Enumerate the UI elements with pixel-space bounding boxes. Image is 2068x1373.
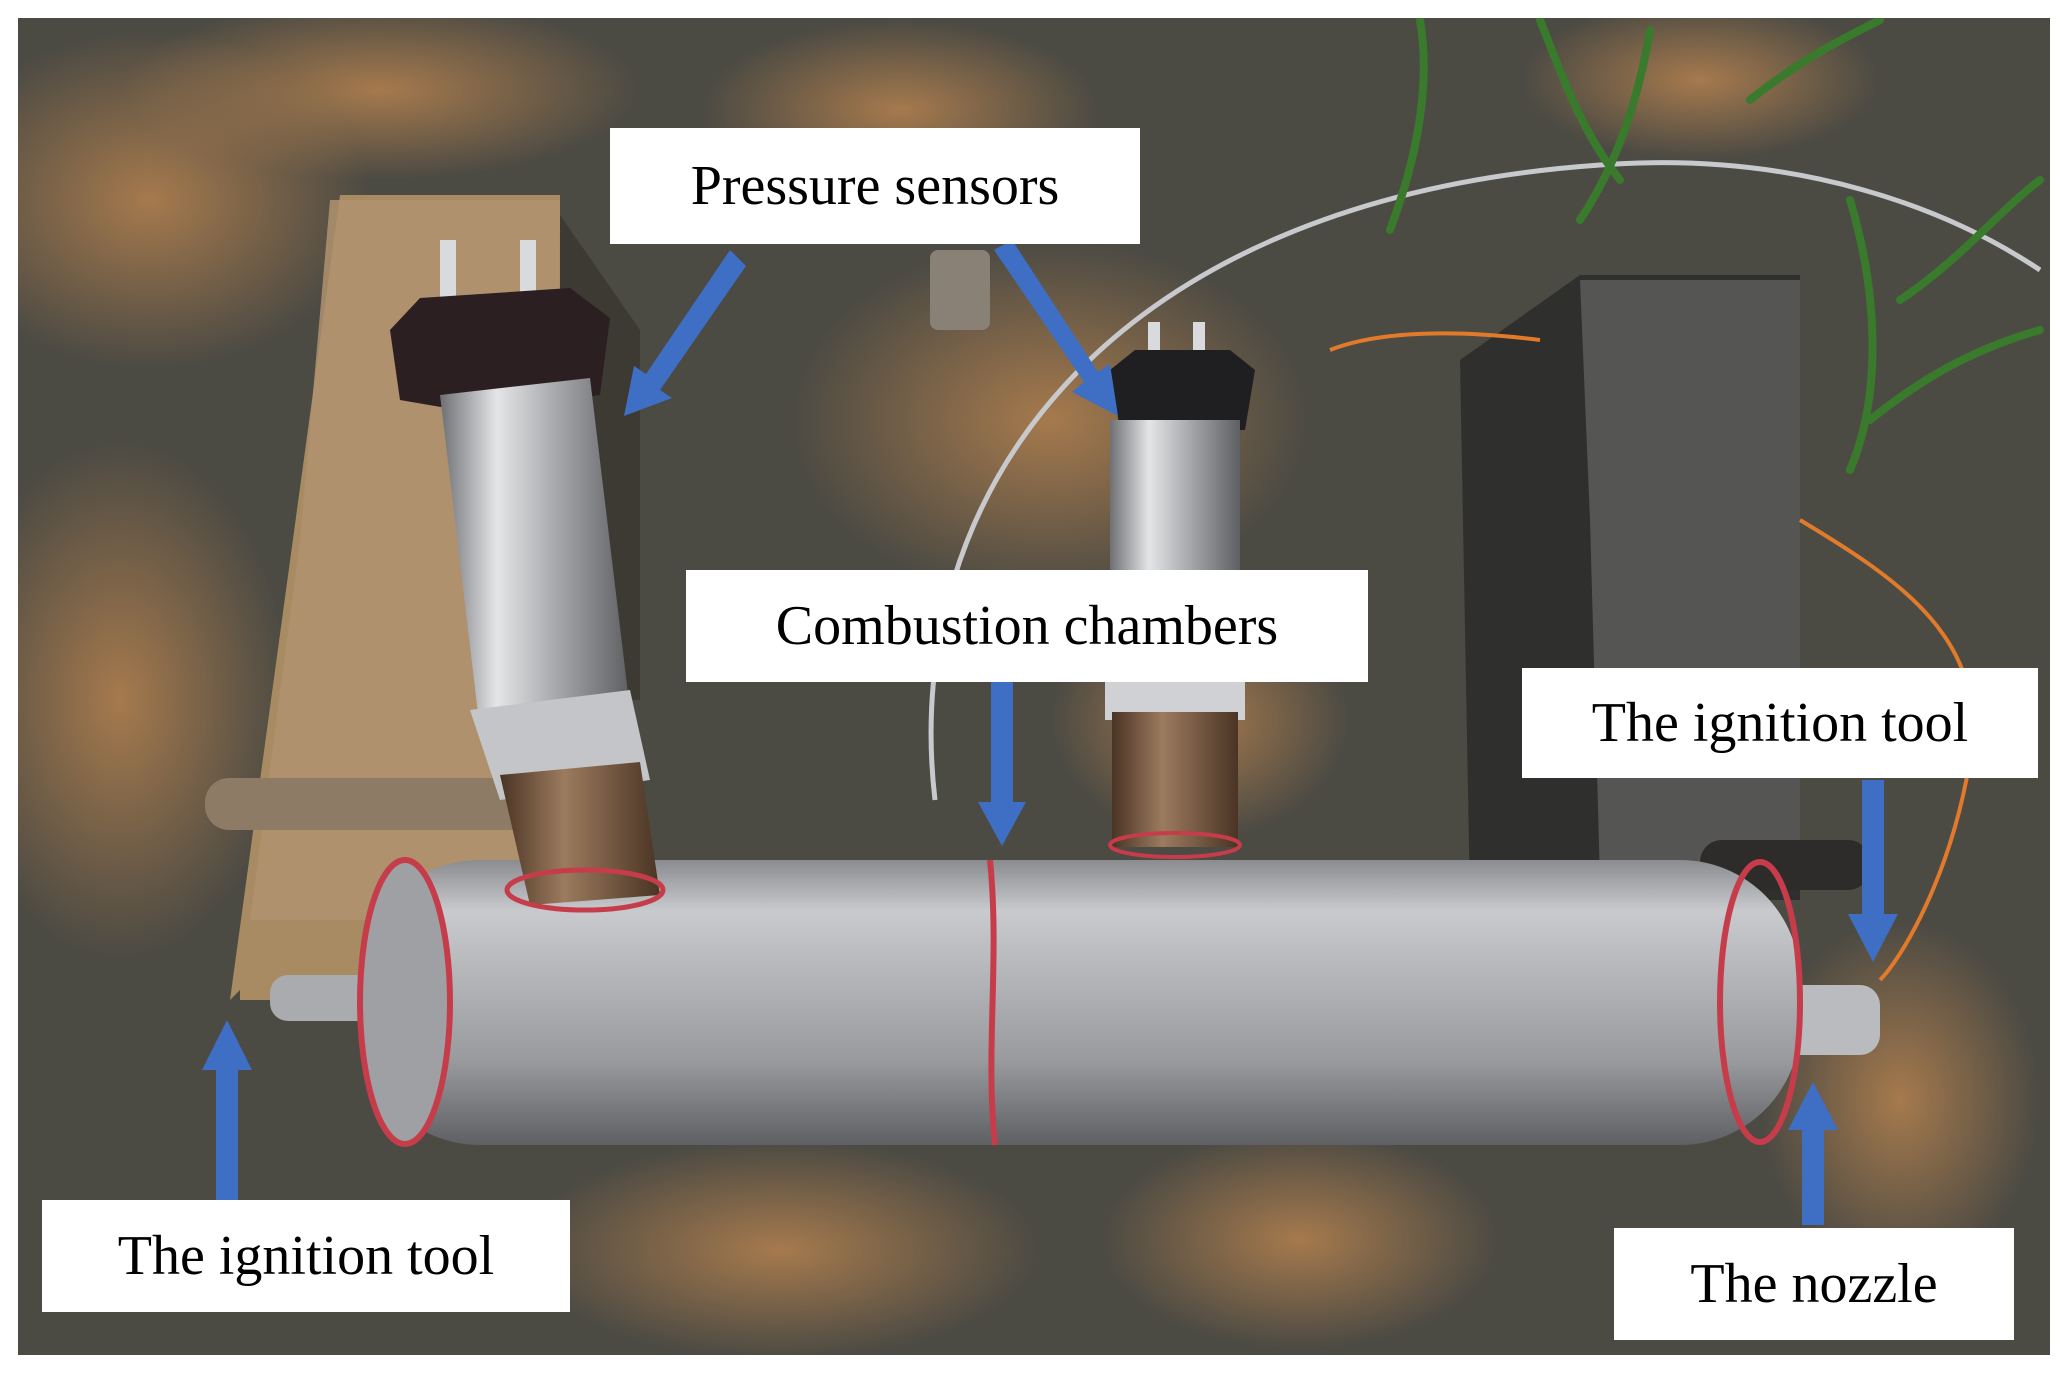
label-ignition-tool-right: The ignition tool: [1522, 668, 2038, 778]
arrow-ignition-left: [202, 1020, 252, 1200]
arrow-pressure-middle: [994, 240, 1118, 416]
label-pressure-sensors: Pressure sensors: [610, 128, 1140, 244]
arrow-ignition-right: [1848, 780, 1898, 962]
grass: [1386, 16, 2044, 474]
combustion-chamber-tube: [270, 857, 1880, 1147]
arrow-combustion: [978, 682, 1026, 846]
label-ignition-tool-left: The ignition tool: [42, 1200, 570, 1312]
left-pressure-sensor: [390, 240, 666, 913]
arrow-nozzle: [1788, 1082, 1838, 1225]
annotation-arrows: [202, 240, 1898, 1225]
label-nozzle: The nozzle: [1614, 1228, 2014, 1340]
sensor-wire: [928, 160, 2042, 801]
background-nut: [930, 250, 990, 330]
label-combustion-chambers: Combustion chambers: [686, 570, 1368, 682]
orange-wire-top: [1329, 331, 1541, 352]
arrow-pressure-left: [624, 250, 746, 416]
